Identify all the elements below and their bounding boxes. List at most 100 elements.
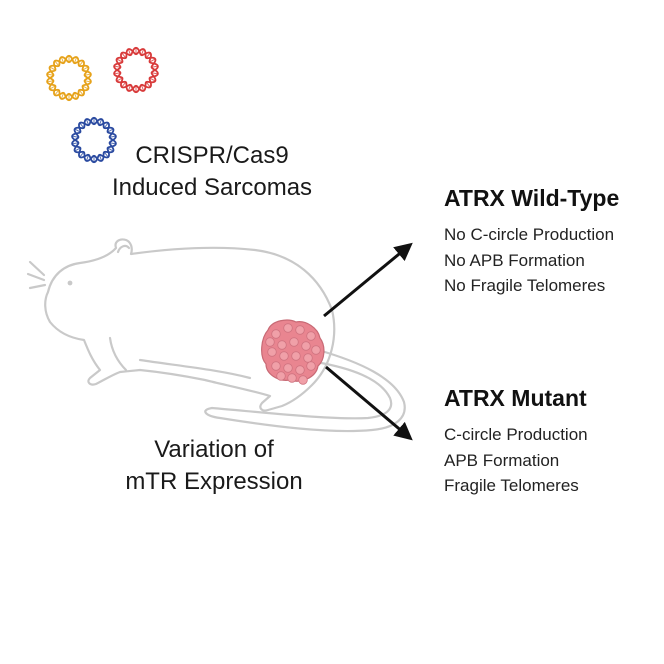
dna-strand: [46, 54, 92, 100]
list-item: No APB Formation: [444, 250, 585, 270]
tumor-cell: [276, 371, 286, 381]
mouse-eye: [67, 280, 73, 286]
dna-plasmid-blue-icon: [71, 116, 117, 164]
list-item: APB Formation: [444, 450, 560, 470]
tumor-cell: [306, 331, 316, 341]
dna-rung: [107, 128, 114, 133]
mouse-whiskers: [26, 260, 47, 290]
dna-rung: [103, 151, 109, 158]
mouse-belly: [138, 358, 252, 380]
dna-rung: [79, 122, 85, 129]
tumor-cell: [295, 365, 305, 375]
dna-rung: [114, 72, 121, 75]
dna-rung: [114, 65, 121, 68]
dna-rung: [72, 135, 79, 138]
dna-rung: [151, 72, 158, 75]
dna-rung: [78, 60, 84, 67]
dna-rung: [98, 154, 103, 162]
dna-rung: [49, 66, 56, 71]
mouse-body: [44, 238, 336, 412]
dna-rung: [47, 80, 54, 83]
dna-rung: [109, 135, 116, 138]
mtr-caption-line1: Variation of: [154, 436, 274, 463]
dna-rung: [121, 81, 127, 88]
tumor-cell: [289, 337, 299, 347]
dna-rung: [149, 77, 156, 82]
mouse-front-leg: [108, 336, 128, 372]
mtr-caption-line2: mTR Expression: [125, 468, 303, 495]
crispr-caption: CRISPR/Cas9 Induced Sarcomas: [92, 140, 332, 204]
dna-rung: [74, 147, 81, 152]
dna-rung: [127, 48, 132, 56]
tumor-cell: [283, 323, 293, 333]
dna-strand: [113, 46, 159, 92]
dna-rung: [109, 142, 116, 145]
list-item: C-circle Production: [444, 425, 588, 444]
dna-plasmid-orange-icon: [46, 54, 92, 102]
dna-rung: [127, 84, 132, 92]
dna-rung: [145, 52, 151, 59]
outcome-mutant-heading: ATRX Mutant: [444, 385, 587, 411]
dna-rung: [49, 85, 56, 90]
mtr-caption: Variation of mTR Expression: [104, 434, 324, 498]
arrow-down-right-icon: [325, 365, 413, 441]
tumor-cell: [279, 351, 289, 361]
outcome-wild-type: ATRX Wild-Type No C-circle Production No…: [444, 184, 659, 299]
crispr-caption-line1: CRISPR/Cas9: [135, 142, 289, 169]
dna-rung: [85, 118, 90, 126]
dna-rung: [84, 80, 91, 83]
dna-rung: [98, 118, 103, 126]
dna-rung: [60, 56, 65, 64]
tumor-cell: [303, 353, 313, 363]
dna-rung: [85, 154, 90, 162]
list-item: Fragile Telomeres: [444, 476, 579, 495]
dna-rung: [121, 52, 127, 59]
tumor-cell: [265, 337, 275, 347]
crispr-caption-line2: Induced Sarcomas: [111, 174, 313, 201]
tumor-cell: [283, 363, 293, 373]
list-item: No Fragile Telomeres: [444, 276, 606, 295]
dna-rung: [140, 48, 145, 56]
tumor-cell: [271, 329, 281, 339]
tumor-cells: [265, 323, 321, 385]
dna-rung: [145, 81, 151, 88]
mouse-tail: [204, 348, 406, 433]
tumor-cell: [277, 340, 287, 350]
tumor-cell: [306, 361, 316, 371]
tumor-cell: [287, 373, 297, 383]
dna-strand: [71, 116, 117, 162]
dna-rung: [103, 122, 109, 129]
arrow-up-right-icon: [323, 242, 413, 318]
dna-rung: [82, 66, 89, 71]
dna-rung: [151, 65, 158, 68]
dna-rung: [60, 92, 65, 100]
dna-rung: [140, 84, 145, 92]
dna-rung: [149, 58, 156, 63]
dna-rung: [54, 60, 60, 67]
outcome-wild-type-heading: ATRX Wild-Type: [444, 185, 620, 211]
dna-rung: [47, 73, 54, 76]
mouse-outline-icon: [26, 238, 406, 433]
tumor-cell: [267, 347, 277, 357]
dna-rung: [54, 89, 60, 96]
outcome-wild-type-list: No C-circle Production No APB Formation …: [444, 222, 659, 299]
tumor-cell: [301, 341, 311, 351]
mouse-ear: [116, 244, 131, 254]
dna-rung: [74, 128, 81, 133]
dna-rung: [73, 92, 78, 100]
tumor-cell: [295, 325, 305, 335]
dna-rung: [79, 151, 85, 158]
dna-rung: [84, 73, 91, 76]
dna-rung: [82, 85, 89, 90]
tumor-icon: [261, 319, 325, 385]
tumor-cell: [291, 351, 301, 361]
dna-rung: [73, 56, 78, 64]
outcome-mutant-list: C-circle Production APB Formation Fragil…: [444, 422, 659, 499]
tumor-cell: [298, 375, 308, 385]
outcome-mutant: ATRX Mutant C-circle Production APB Form…: [444, 384, 659, 499]
dna-rung: [116, 58, 123, 63]
dna-plasmid-red-icon: [113, 46, 159, 94]
dna-rung: [78, 89, 84, 96]
tumor-cell: [311, 345, 321, 355]
